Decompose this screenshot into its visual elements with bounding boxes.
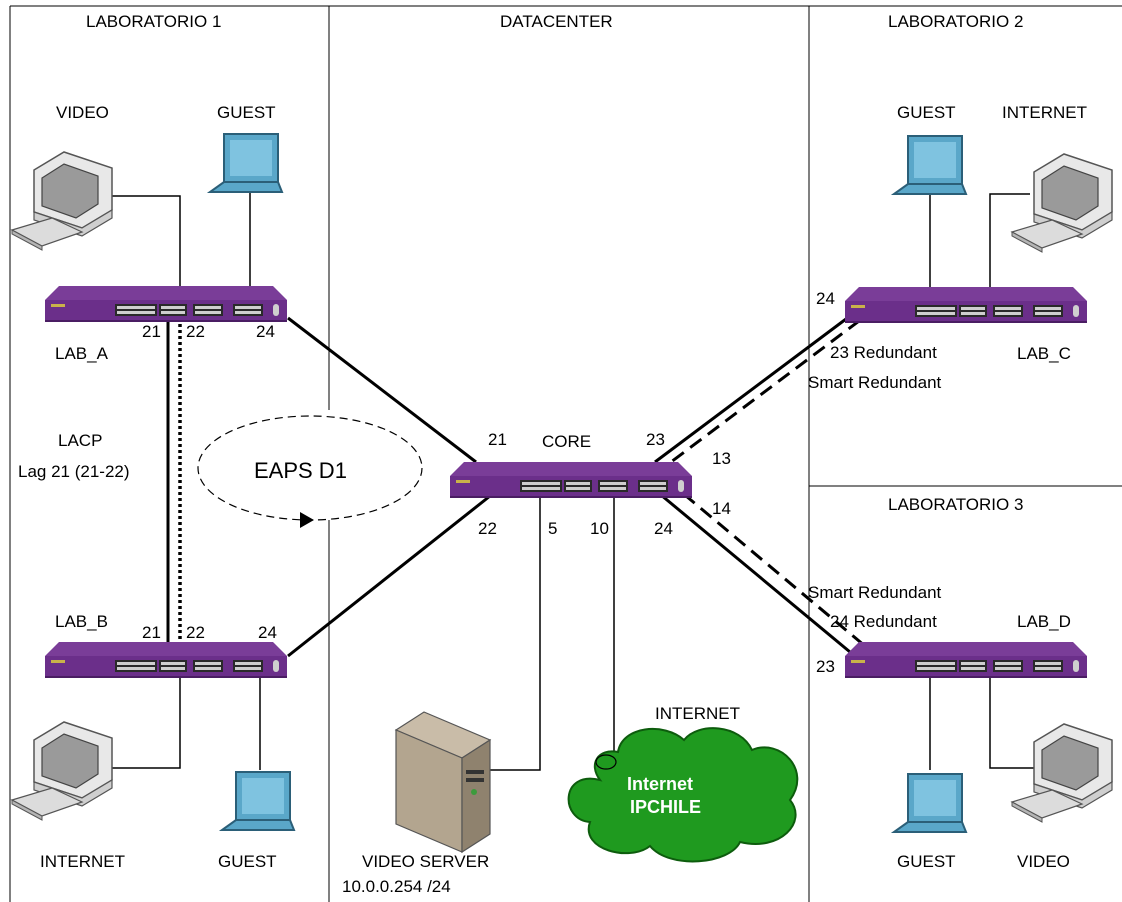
pc-lab1-internet-icon[interactable] [11, 721, 113, 821]
host-label-lab3-video: VIDEO [1017, 852, 1070, 871]
switch-lab-b[interactable] [45, 642, 287, 678]
internet-cloud-icon[interactable]: Internet IPCHILE [567, 727, 799, 863]
lab-d-smart-redundant-label: Smart Redundant [808, 583, 942, 602]
device-label-lab-c: LAB_C [1017, 344, 1071, 363]
cloud-label-line1: Internet [627, 774, 693, 794]
eaps-label: EAPS D1 [254, 458, 347, 483]
pc-lab1-video-icon[interactable] [11, 151, 113, 251]
device-label-lab-a: LAB_A [55, 344, 109, 363]
lab-d-redundant-label: 24 Redundant [830, 612, 937, 631]
lag-label: Lag 21 (21-22) [18, 462, 130, 481]
port-label-d23: 23 [816, 657, 835, 676]
eaps-arrow-icon [300, 512, 314, 528]
port-label-core24: 24 [654, 519, 673, 538]
port-label-b22: 22 [186, 623, 205, 642]
laptop-lab2-guest-icon[interactable] [893, 135, 967, 195]
host-label-lab1-guest2: GUEST [218, 852, 277, 871]
device-label-core: CORE [542, 432, 591, 451]
laptop-lab3-guest-icon[interactable] [893, 773, 967, 833]
port-label-core21: 21 [488, 430, 507, 449]
switch-lab-d[interactable] [845, 642, 1087, 678]
host-label-lab3-guest: GUEST [897, 852, 956, 871]
port-label-core14: 14 [712, 499, 731, 518]
section-title-lab3: LABORATORIO 3 [888, 495, 1023, 514]
host-label-lab2-guest: GUEST [897, 103, 956, 122]
device-label-lab-d: LAB_D [1017, 612, 1071, 631]
host-label-video-server: VIDEO SERVER [362, 852, 489, 871]
port-label-core10: 10 [590, 519, 609, 538]
host-label-lab1-video: VIDEO [56, 103, 109, 122]
port-label-b21: 21 [142, 623, 161, 642]
host-label-video-server-ip: 10.0.0.254 /24 [342, 877, 451, 896]
video-server-icon[interactable] [394, 711, 492, 854]
host-links [110, 190, 1040, 771]
section-borders [9, 5, 1122, 902]
port-label-a21: 21 [142, 322, 161, 341]
section-title-lab2: LABORATORIO 2 [888, 12, 1023, 31]
host-label-lab2-internet: INTERNET [1002, 103, 1087, 122]
host-label-lab1-internet: INTERNET [40, 852, 125, 871]
laptop-lab1-guest2-icon[interactable] [221, 771, 295, 831]
switch-lab-c[interactable] [845, 287, 1087, 323]
port-label-a24: 24 [256, 322, 275, 341]
section-title-lab1: LABORATORIO 1 [86, 12, 221, 31]
switch-core[interactable] [450, 462, 692, 498]
port-label-c24: 24 [816, 289, 835, 308]
pc-lab2-internet-icon[interactable] [1011, 153, 1113, 253]
host-label-lab1-guest: GUEST [217, 103, 276, 122]
pc-lab3-video-icon[interactable] [1011, 723, 1113, 823]
port-label-core5: 5 [548, 519, 557, 538]
port-label-core22: 22 [478, 519, 497, 538]
host-label-internet: INTERNET [655, 704, 740, 723]
section-title-datacenter: DATACENTER [500, 12, 613, 31]
device-label-lab-b: LAB_B [55, 612, 108, 631]
port-label-core23: 23 [646, 430, 665, 449]
switch-lab-a[interactable] [45, 286, 287, 322]
port-label-core13: 13 [712, 449, 731, 468]
port-label-b24: 24 [258, 623, 277, 642]
lab-c-redundant-label: 23 Redundant [830, 343, 937, 362]
trunk-links [166, 314, 866, 658]
port-label-a22: 22 [186, 322, 205, 341]
cloud-label-line2: IPCHILE [630, 797, 701, 817]
lab-c-smart-redundant-label: Smart Redundant [808, 373, 942, 392]
eaps-ring: EAPS D1 [197, 415, 423, 528]
lacp-label: LACP [58, 431, 102, 450]
laptop-lab1-guest-icon[interactable] [209, 133, 283, 193]
